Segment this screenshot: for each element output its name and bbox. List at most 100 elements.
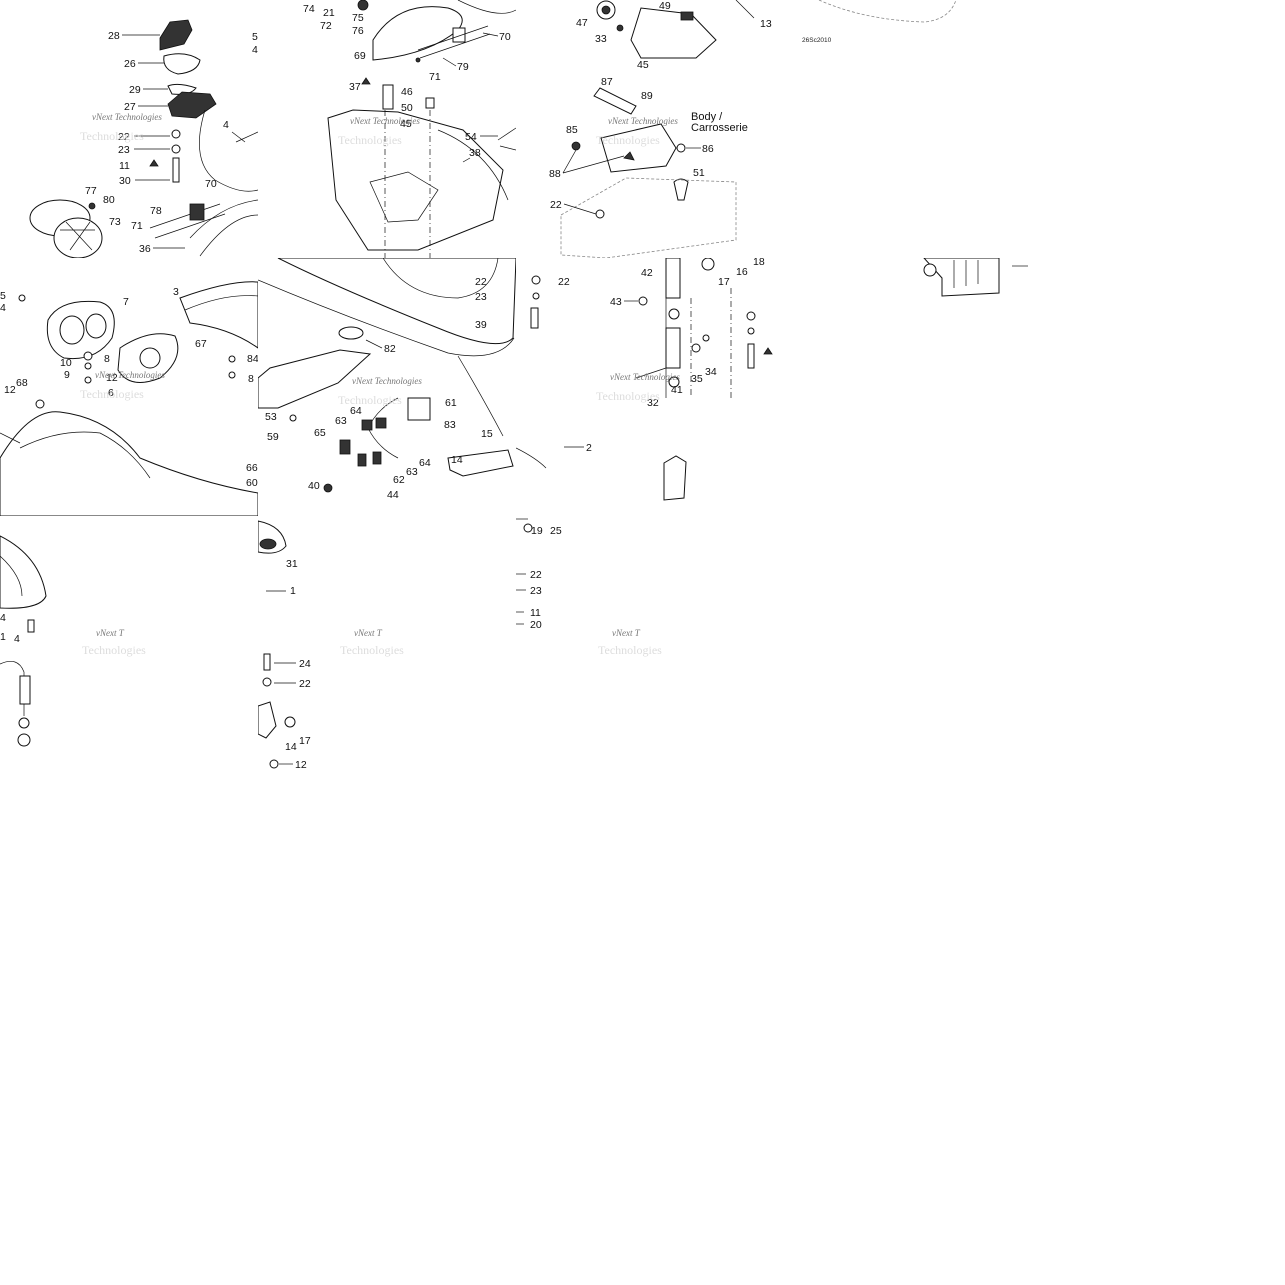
callout-3: 3 <box>173 286 179 298</box>
tile-bottom-left: 1 4 4 vNext T Technologies <box>0 516 258 774</box>
part-46 <box>382 84 394 110</box>
callout-2: 2 <box>586 442 592 454</box>
part-17-a <box>701 258 715 271</box>
part-8a <box>83 351 93 361</box>
callout-11-a: 11 <box>119 160 130 172</box>
part-51 <box>673 178 689 201</box>
callout-63-a: 63 <box>335 415 347 427</box>
drawing-code: 26Sc2010 <box>802 37 832 44</box>
callout-89: 89 <box>641 90 653 102</box>
callout-31: 31 <box>286 558 298 570</box>
callout-33: 33 <box>595 33 607 45</box>
callout-67: 67 <box>195 338 207 350</box>
callout-40-b: 40 <box>308 480 320 492</box>
watermark: vNext T <box>96 628 125 638</box>
part-33 <box>616 24 624 32</box>
callout-82: 82 <box>384 343 396 355</box>
strut-body <box>665 327 681 369</box>
part-69 <box>372 6 463 61</box>
tile-bottom-right: 19 25 22 23 11 20 vNext T Technologies <box>516 516 774 774</box>
callout-8-b: 8 <box>104 353 110 365</box>
callout-45-b: 45 <box>637 59 649 71</box>
part-75 <box>357 0 369 11</box>
callout-36: 36 <box>139 243 151 255</box>
callout-78: 78 <box>150 205 162 217</box>
callout-22-c: 22 <box>550 199 562 211</box>
callout-12-c: 12 <box>295 759 307 771</box>
callout-14-b: 14 <box>285 741 297 753</box>
callout-7: 7 <box>123 296 129 308</box>
callout-22-d: 22 <box>530 569 542 581</box>
watermark-faint: Technologies <box>338 133 402 147</box>
callout-85: 85 <box>566 124 578 136</box>
watermark: vNext Technologies <box>95 370 165 380</box>
callout-34: 34 <box>705 366 717 378</box>
watermark: vNext Technologies <box>608 116 678 126</box>
part-3 <box>179 281 258 349</box>
part-49 <box>680 11 694 21</box>
callout-4-b: 4 <box>252 44 258 56</box>
part-80 <box>88 202 96 210</box>
callout-26: 26 <box>124 58 136 70</box>
part-34 <box>702 334 710 342</box>
callout-73: 73 <box>109 216 121 228</box>
callout-19: 19 <box>531 525 543 537</box>
callout-18: 18 <box>753 258 765 268</box>
callout-22-b: 22 <box>475 276 487 288</box>
callout-22-a: 22 <box>118 131 130 143</box>
callout-4-e: 4 <box>0 612 6 624</box>
callout-62: 62 <box>393 474 405 486</box>
part-22-c <box>595 209 605 219</box>
watermark: vNext T <box>612 628 641 638</box>
callout-41: 41 <box>671 384 683 396</box>
part-37 <box>361 77 371 85</box>
callout-4-d: 4 <box>14 633 20 645</box>
part-52-tool-kit <box>663 455 687 501</box>
part-73 <box>53 217 103 258</box>
callout-12-a: 12 <box>106 372 118 384</box>
callout-20: 20 <box>530 619 542 631</box>
callout-42: 42 <box>641 267 653 279</box>
section-label-carrosserie: Carrosserie <box>691 122 748 134</box>
callout-63-b: 63 <box>406 466 418 478</box>
callout-5-b: 5 <box>0 290 6 302</box>
watermark-faint: Technologies <box>338 393 402 407</box>
callout-10: 10 <box>60 357 72 369</box>
tile-top-left: 28 26 29 27 22 23 11 30 77 80 73 78 71 3… <box>0 0 258 258</box>
callout-60: 60 <box>246 477 258 489</box>
part-88 <box>623 151 635 161</box>
callout-69: 69 <box>354 50 366 62</box>
watermark: vNext Technologies <box>610 372 680 382</box>
callout-87: 87 <box>601 76 613 88</box>
callout-70-a: 70 <box>205 178 217 190</box>
part-29 <box>167 83 197 95</box>
seat-outline <box>818 0 957 23</box>
part-35 <box>691 343 701 353</box>
callout-59: 59 <box>267 431 279 443</box>
callout-84: 84 <box>247 353 258 365</box>
part-79 <box>452 27 466 43</box>
part-53-plate <box>258 349 372 409</box>
callout-51: 51 <box>693 167 705 179</box>
callout-88: 88 <box>549 168 561 180</box>
callout-13-a: 13 <box>760 18 772 30</box>
watermark-faint: Technologies <box>80 387 144 401</box>
callout-80: 80 <box>103 194 115 206</box>
part-22a <box>171 129 181 139</box>
watermark: vNext Technologies <box>92 112 162 122</box>
watermark: vNext Technologies <box>352 376 422 386</box>
callout-22-d-mirror: 22 <box>558 276 570 288</box>
callout-14-a: 14 <box>451 454 463 466</box>
callout-45-a: 45 <box>400 118 412 130</box>
tile-middle-left: 5 4 7 3 67 84 8 8 10 9 12 6 12 68 66 60 … <box>0 258 258 516</box>
callout-15: 15 <box>481 428 493 440</box>
callout-71-a: 71 <box>131 220 143 232</box>
part-26 <box>163 53 201 75</box>
callout-64-b: 64 <box>419 457 431 469</box>
part-42 <box>665 258 681 299</box>
callout-47: 47 <box>576 17 588 29</box>
callout-23-b: 23 <box>475 291 487 303</box>
callout-72: 72 <box>320 20 332 32</box>
watermark-faint: Technologies <box>596 389 660 403</box>
